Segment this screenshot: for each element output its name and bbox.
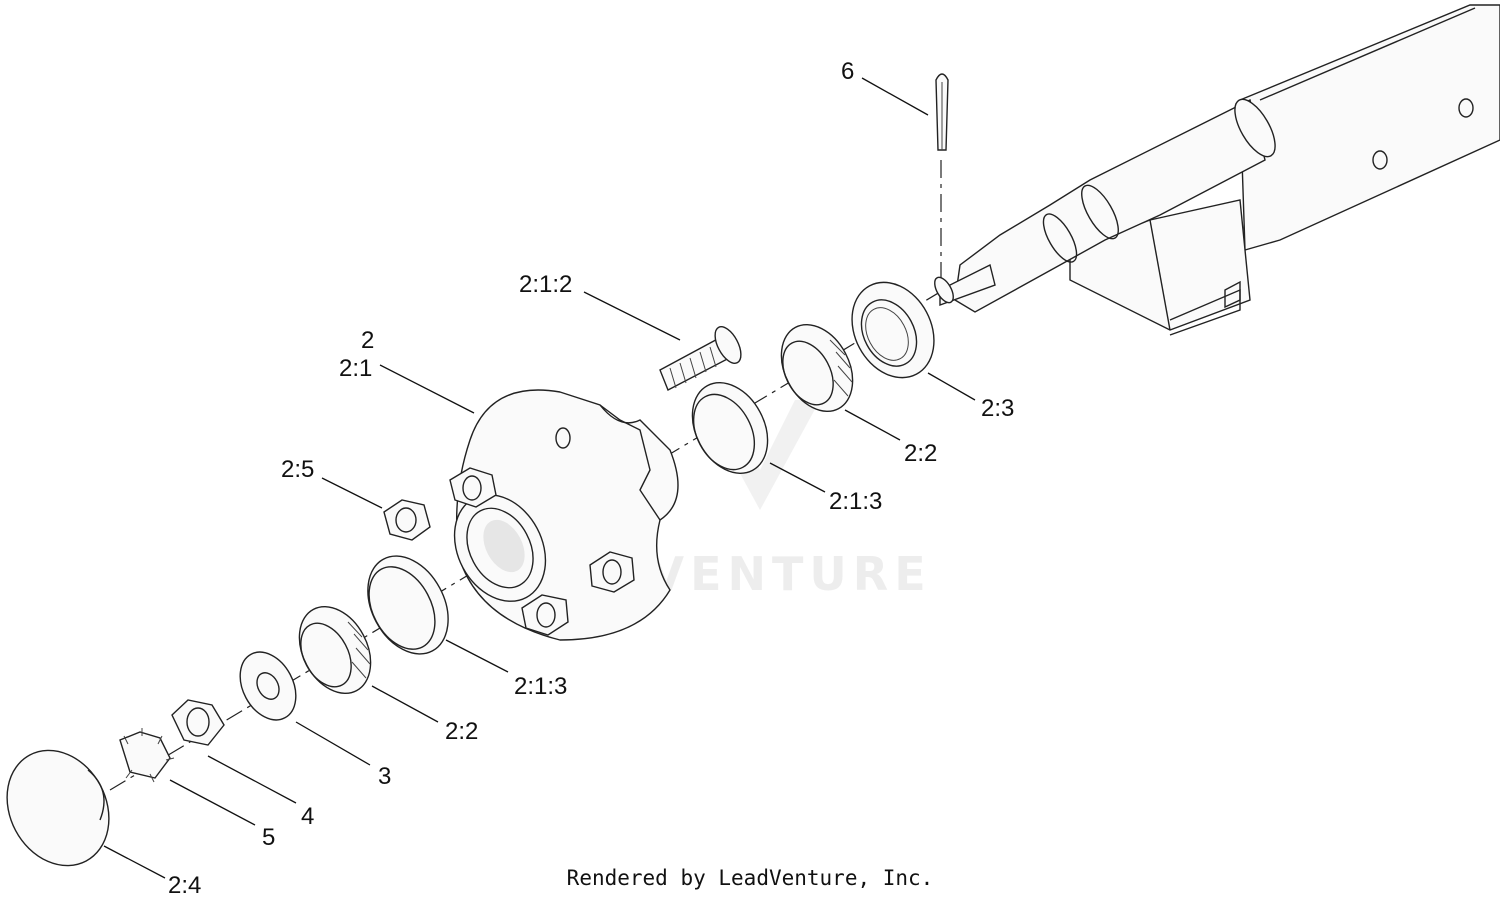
spindle-nut: [171, 699, 225, 746]
washer: [239, 651, 297, 721]
rendered-by-credit: Rendered by LeadVenture, Inc.: [566, 866, 934, 890]
rear-bearing-cone: [780, 323, 854, 413]
spindle-bracket: [1069, 4, 1500, 336]
callout-2-1-3-rear: 2:1:3: [829, 488, 882, 515]
callout-4: 4: [301, 803, 314, 830]
spindle-shaft: [934, 98, 1276, 313]
hub-stud-nut-right: [589, 551, 635, 593]
callout-2-3: 2:3: [981, 395, 1014, 422]
hub-stud-nut-upper-left: [449, 467, 497, 508]
callout-2-2-front: 2:2: [445, 718, 478, 745]
callout-labels: 6 2:1:2 2 2:1 2:3 2:2 2:1:3 2:5 2:1:3 2:…: [168, 58, 1014, 899]
leader-lines: [103, 77, 976, 879]
callout-2: 2: [361, 327, 374, 354]
callout-2-2-rear: 2:2: [904, 440, 937, 467]
front-bearing-cone: [298, 605, 372, 695]
callout-2-4: 2:4: [168, 872, 201, 899]
callout-2-1: 2:1: [339, 355, 372, 382]
dust-cap: [6, 749, 110, 867]
front-bearing-cup: [367, 555, 449, 655]
callout-2-1-3-front: 2:1:3: [514, 673, 567, 700]
callout-3: 3: [378, 763, 391, 790]
wheel-stud: [659, 326, 742, 391]
callout-2-1-2: 2:1:2: [519, 271, 572, 298]
lug-nut: [383, 499, 431, 541]
cotter-pin: [935, 73, 949, 151]
nut-retainer: [119, 728, 175, 783]
callout-2-5: 2:5: [281, 456, 314, 483]
grease-seal: [851, 281, 935, 379]
callout-5: 5: [262, 824, 275, 851]
hub-stud-nut-bottom: [521, 594, 569, 636]
callout-6: 6: [841, 58, 854, 85]
rear-bearing-cup: [691, 382, 769, 474]
